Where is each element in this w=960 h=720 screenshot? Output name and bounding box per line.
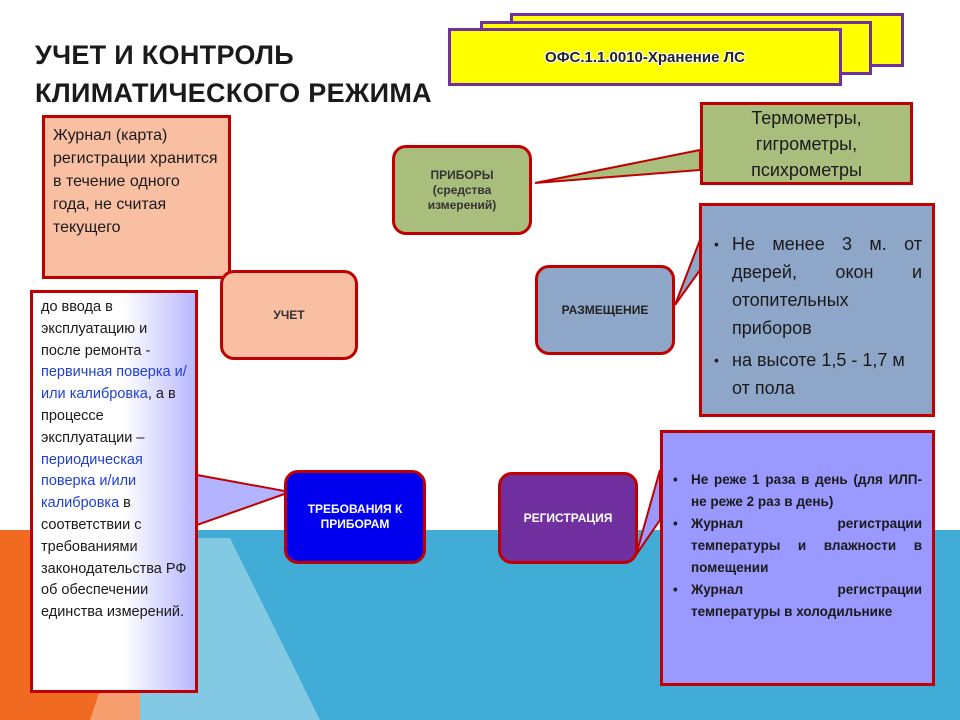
registration-callout: • Не реже 1 раза в день (для ИЛП- не реж… xyxy=(660,430,935,686)
instruments-pointer xyxy=(534,148,701,184)
placement-pointer xyxy=(674,239,701,306)
bullet-icon: • xyxy=(714,352,719,368)
bullet-icon: • xyxy=(673,472,678,487)
primary-verification-text: первичная поверка и/или калибровка xyxy=(41,364,187,403)
registration-item: • Журнал регистрации температуры и влажн… xyxy=(671,513,922,579)
placement-callout: • Не менее 3 м. от дверей, окон и отопит… xyxy=(699,203,935,417)
placement-item: • Не менее 3 м. от дверей, окон и отопит… xyxy=(712,230,922,342)
page-title: УЧЕТ И КОНТРОЛЬ КЛИМАТИЧЕСКОГО РЕЖИМА xyxy=(35,36,432,112)
registration-list: • Не реже 1 раза в день (для ИЛП- не реж… xyxy=(671,469,922,623)
requirements-pointer xyxy=(196,473,294,527)
registratsiya-node-label: РЕГИСТРАЦИЯ xyxy=(523,510,613,525)
pribory-node: ПРИБОРЫ (средства измерений) xyxy=(392,145,532,235)
periodic-verification-text: периодическая поверка и/или калибровка xyxy=(41,451,143,512)
journal-note-text: Журнал (карта) регистрации хранится в те… xyxy=(53,127,218,236)
bullet-icon: • xyxy=(673,582,678,597)
requirements-callout: до ввода в эксплуатацию и после ремонта … xyxy=(30,290,198,693)
page-title-line2: КЛИМАТИЧЕСКОГО РЕЖИМА xyxy=(35,78,432,108)
registration-pointer xyxy=(635,469,661,556)
razmeshchenie-node: РАЗМЕЩЕНИЕ xyxy=(535,265,675,355)
trebovaniya-node: ТРЕБОВАНИЯ К ПРИБОРАМ xyxy=(284,470,426,564)
page-title-line1: УЧЕТ И КОНТРОЛЬ xyxy=(35,40,294,70)
pribory-node-label: ПРИБОРЫ (средства измерений) xyxy=(427,167,497,212)
registratsiya-node: РЕГИСТРАЦИЯ xyxy=(498,472,638,564)
uchet-node: УЧЕТ xyxy=(220,270,358,360)
registration-item: • Журнал регистрации температуры в холод… xyxy=(671,579,922,623)
bullet-icon: • xyxy=(714,236,719,252)
placement-list: • Не менее 3 м. от дверей, окон и отопит… xyxy=(712,230,922,402)
ofs-banner-label: ОФС.1.1.0010-Хранение ЛС xyxy=(545,48,745,66)
uchet-node-label: УЧЕТ xyxy=(273,307,305,322)
instruments-callout: Термометры, гигрометры, психрометры xyxy=(700,102,913,185)
bullet-icon: • xyxy=(673,516,678,531)
instruments-callout-text: Термометры, гигрометры, психрометры xyxy=(751,107,862,180)
ofs-banner: ОФС.1.1.0010-Хранение ЛС xyxy=(448,28,842,86)
registration-item: • Не реже 1 раза в день (для ИЛП- не реж… xyxy=(671,469,922,513)
trebovaniya-node-label: ТРЕБОВАНИЯ К ПРИБОРАМ xyxy=(307,502,403,531)
placement-item: • на высоте 1,5 - 1,7 м от пола xyxy=(712,346,922,402)
razmeshchenie-node-label: РАЗМЕЩЕНИЕ xyxy=(561,302,649,317)
journal-note: Журнал (карта) регистрации хранится в те… xyxy=(42,115,231,279)
